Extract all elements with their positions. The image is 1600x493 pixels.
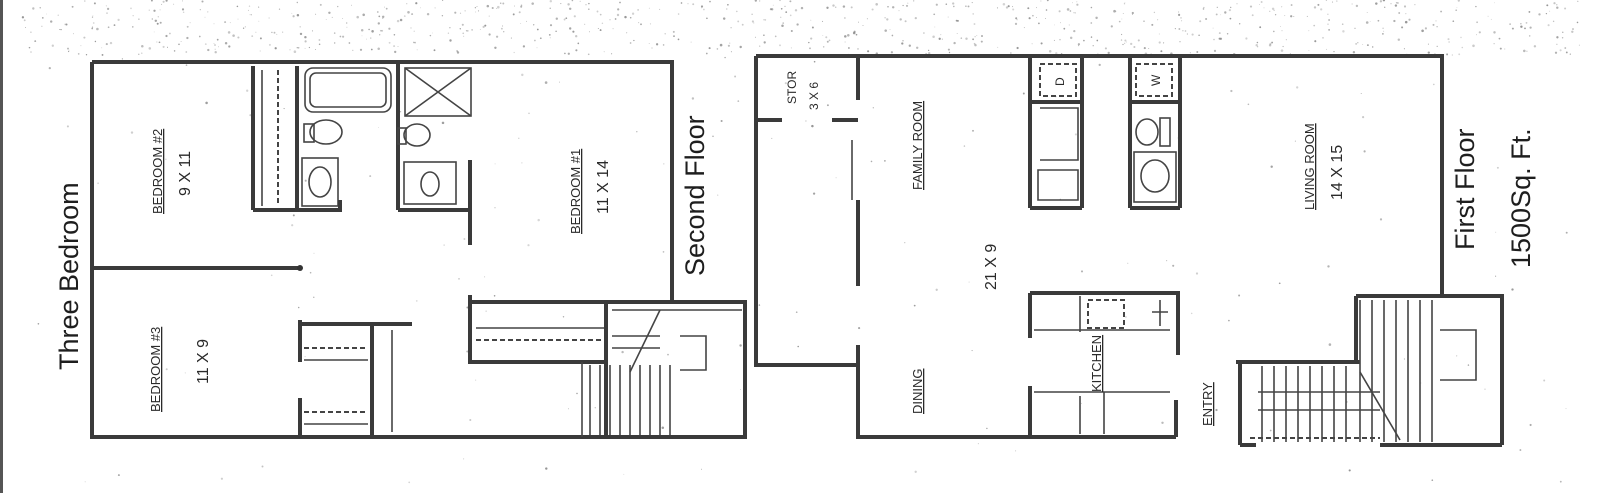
room-size-family-room: 21 X 9: [983, 244, 1000, 290]
label-area: 1500Sq. Ft.: [1506, 128, 1536, 268]
room-size-storage: 3 X 6: [807, 82, 821, 110]
left-border: [0, 0, 3, 493]
room-name-dining: DINING: [910, 369, 925, 415]
second-floor-plan: [90, 60, 747, 439]
first-floor-plan: [754, 54, 1504, 447]
room-size-bedroom-2: 9 X 11: [177, 151, 194, 196]
label-second-floor: Second Floor: [680, 115, 710, 276]
room-name-storage: STOR: [785, 71, 799, 104]
scan-noise: [21, 0, 1580, 484]
room-size-bedroom-1: 11 X 14: [595, 160, 612, 214]
room-name-entry: ENTRY: [1200, 382, 1215, 426]
room-size-bedroom-3: 11 X 9: [195, 339, 212, 384]
room-name-living-room: LIVING ROOM: [1302, 123, 1317, 210]
label-first-floor: First Floor: [1450, 128, 1480, 250]
room-name-bedroom-1: BEDROOM #1: [568, 149, 583, 234]
title-three-bedroom: Three Bedroom: [54, 182, 84, 370]
room-size-living-room: 14 X 15: [1329, 145, 1346, 200]
dryer-label: D: [1053, 77, 1067, 86]
room-name-bedroom-3: BEDROOM #3: [148, 327, 163, 412]
washer-label: W: [1149, 74, 1163, 86]
room-name-kitchen: KITCHEN: [1089, 335, 1104, 392]
room-name-family-room: FAMILY ROOM: [910, 101, 925, 190]
room-name-bedroom-2: BEDROOM #2: [150, 129, 165, 214]
